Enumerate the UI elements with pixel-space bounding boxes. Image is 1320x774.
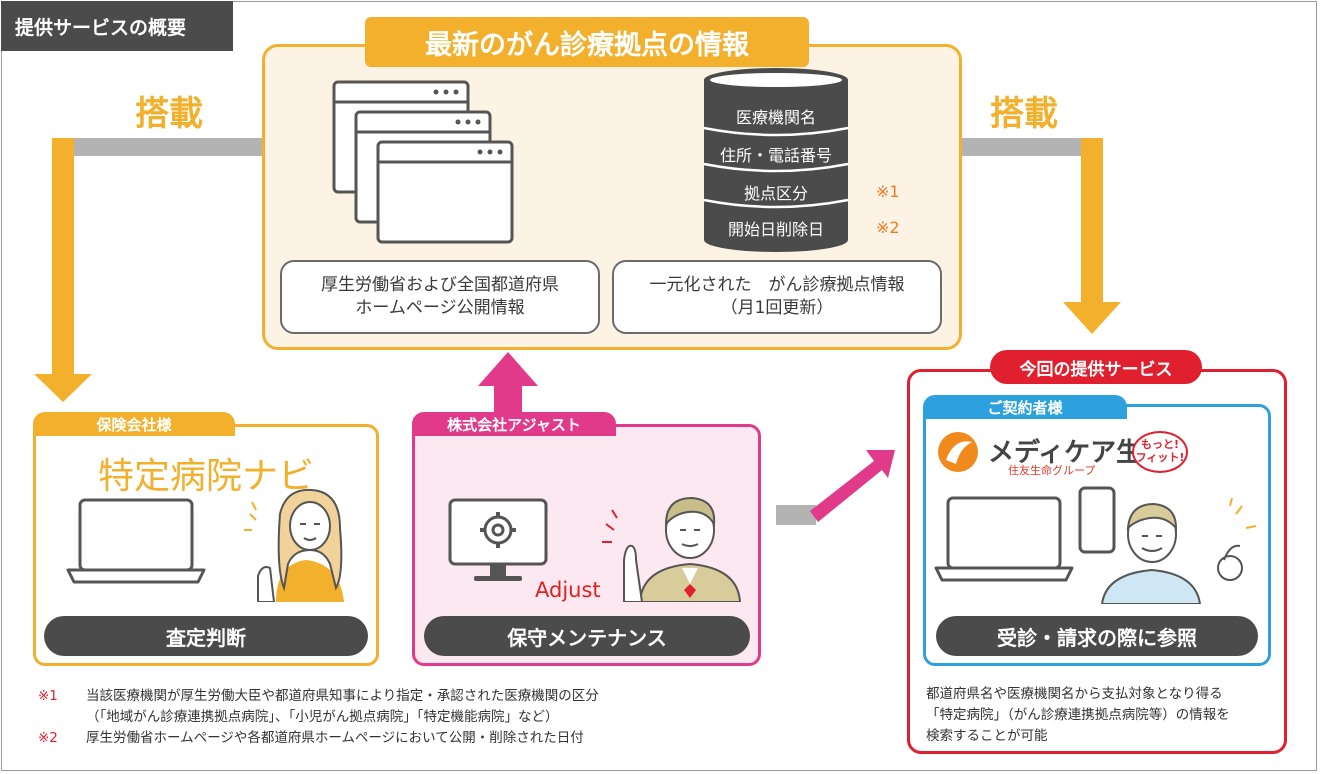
badge-line2: フィット! [1135,451,1185,464]
monitor-gear-icon [448,498,548,581]
product-name: 特定病院ナビ [97,456,314,497]
browser-windows-icon [332,80,514,244]
insurer-action-pill: 査定判断 [44,616,368,656]
footnote-1-detail-text: （「地域がん診療連携拠点病院」、「小児がん拠点病院」「特定機能病院」など） [86,708,559,725]
woman-illustration [244,488,344,602]
right-down-arrow-shaft [1081,138,1103,306]
footnote-2-text: 厚生労働省ホームページや各都道府県ホームページにおいて公開・削除された日付 [86,729,584,746]
new-service-tab: 今回の提供サービス [990,350,1202,384]
top-info-title: 最新のがん診療拠点の情報 [365,17,809,67]
footnote-2: ※2 厚生労働省ホームページや各都道府県ホームページにおいて公開・削除された日付 [38,728,599,749]
adjust-tab: 株式会社アジャスト [412,412,616,436]
left-gray-bar [71,138,263,156]
footnote-1-mark: ※1 [38,688,58,704]
contractor-illustration [934,486,1257,604]
db-mark-1: ※1 [876,182,900,201]
source-caption: 厚生労働省および全国都道府県 ホームページ公開情報 [280,260,600,334]
contractor-tab: ご契約者様 [923,395,1127,419]
brand-subtitle: 住友生命グループ [1008,464,1096,477]
smartphone-icon [1078,486,1116,554]
desc-line2: 「特定病院」（がん診療連携拠点病院等）の情報を [926,706,1230,723]
new-service-description: 都道府県名や医療機関名から支払対象となり得る 「特定病院」（がん診療連携拠点病院… [926,684,1276,747]
database-icon [703,68,849,252]
db-field-dates: 開始日削除日 [727,220,824,239]
insurer-tab: 保険会社様 [33,412,235,436]
desc-line3: 検索することが可能 [926,727,1048,744]
right-gray-bar [961,138,1081,156]
footnote-1-detail: （「地域がん診療連携拠点病院」、「小児がん拠点病院」「特定機能病院」など） [38,707,599,728]
footnotes: ※1 当該医療機関が厚生労働大臣や都道府県知事により指定・承認された医療機関の区分… [38,686,599,749]
pink-diagonal-arrow [810,450,895,522]
load-label-right: 搭載 [990,94,1058,134]
adjust-action-pill: 保守メンテナンス [424,616,750,656]
left-down-arrow-head [34,374,92,402]
medicare-logo-icon [938,432,978,472]
laptop-icon [66,498,206,584]
db-field-name: 医療機関名 [735,108,816,127]
db-caption-line2: （月1回更新） [720,298,834,318]
desc-line1: 都道府県名や医療機関名から支払対象となり得る [926,686,1223,702]
db-mark-2: ※2 [876,218,900,237]
badge-line1: もっと! [1140,438,1180,452]
footnote-2-mark: ※2 [38,729,58,746]
motto-fit-badge: もっと! フィット! [1132,431,1188,473]
pink-up-arrow-shaft [494,384,522,416]
footnote-1-text: 当該医療機関が厚生労働大臣や都道府県知事により指定・承認された医療機関の区分 [86,688,599,704]
source-caption-line1: 厚生労働省および全国都道府県 [321,275,559,296]
source-caption-line2: ホームページ公開情報 [355,298,525,318]
left-down-arrow-shaft [52,138,74,378]
footnote-1: ※1 当該医療機関が厚生労働大臣や都道府県知事により指定・承認された医療機関の区分 [38,686,599,707]
db-field-address: 住所・電話番号 [719,146,832,165]
contractor-laptop-icon [946,496,1062,570]
db-caption-line1: 一元化された がん診療拠点情報 [649,275,905,296]
overview-header: 提供サービスの概要 [1,1,233,51]
contractor-action-pill: 受診・請求の際に参照 [936,616,1258,656]
adjust-logo: Adjust [535,578,601,602]
load-label-left: 搭載 [135,94,203,134]
adjust-gray-bar [776,505,816,525]
db-caption: 一元化された がん診療拠点情報 （月1回更新） [612,260,942,334]
man-illustration [602,496,742,602]
db-field-category: 拠点区分 [743,184,808,203]
pink-up-arrow-head [478,352,538,386]
right-down-arrow-head [1063,302,1121,334]
